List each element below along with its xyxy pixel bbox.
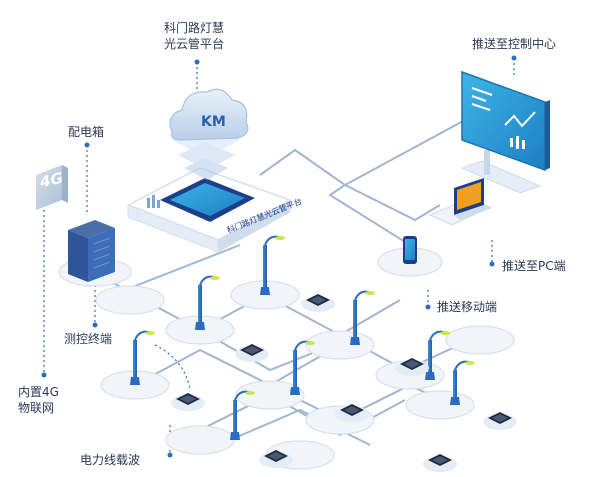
- lamp-icon: [450, 360, 475, 405]
- lamp-icon: [130, 330, 155, 385]
- lamp-icon: [230, 390, 255, 440]
- lamp-node: [165, 425, 235, 455]
- link-platform-laptop: [344, 184, 441, 222]
- cloud-logo-text: KM: [201, 114, 226, 130]
- laptop-icon: [428, 178, 492, 226]
- push-control-label: 推送至控制中心: [472, 37, 557, 51]
- cabinet-icon: [58, 220, 132, 287]
- iot-label-line1: 内置4G: [18, 385, 59, 399]
- phone-icon: [377, 236, 443, 277]
- lamp-node: [235, 380, 305, 410]
- push-mobile-label: 推送移动端: [437, 300, 498, 314]
- lamp-node: [445, 325, 515, 355]
- iot-label-line2: 物联网: [18, 401, 55, 415]
- module-icon: [301, 294, 335, 312]
- lamp-icon: [350, 290, 375, 345]
- 4g-badge-icon: 4G: [36, 165, 68, 210]
- screen-icon: [460, 70, 550, 194]
- module-icon: [483, 412, 517, 430]
- module-icon: [395, 358, 429, 376]
- platform-label: 科门路灯慧 光云管平台: [164, 20, 224, 52]
- street-lamp-group: [130, 235, 475, 440]
- platform-label-line1: 科门路灯慧: [164, 21, 225, 35]
- lamp-node-group: [95, 280, 515, 470]
- module-icon: [171, 393, 205, 411]
- mesh-3: [134, 344, 341, 387]
- module-icon: [235, 344, 269, 362]
- module-icon: [335, 404, 369, 422]
- push-pc-label: 推送至PC端: [502, 259, 566, 273]
- lamp-node: [305, 330, 375, 360]
- plc-label: 电力线载波: [80, 453, 141, 467]
- lamp-icon: [260, 235, 285, 295]
- lamp-icon: [425, 330, 450, 380]
- cloud-icon: KM: [169, 88, 249, 141]
- platform-label-line2: 光云管平台: [164, 37, 225, 51]
- leader-dots: [41, 55, 517, 458]
- module-icon: [423, 454, 457, 472]
- mesh-1: [199, 293, 401, 337]
- iot-label: 内置4G 物联网: [18, 384, 59, 416]
- platform-base: 科门路灯慧光云管平台: [126, 167, 303, 253]
- terminal-label: 测控终端: [64, 332, 113, 346]
- plc-module-group: [171, 294, 517, 472]
- power-box-label: 配电箱: [68, 125, 105, 139]
- lamp-node: [95, 285, 165, 315]
- module-icon: [259, 450, 293, 468]
- lamp-icon: [290, 340, 315, 395]
- lamp-node: [405, 390, 475, 420]
- link-branch-phone: [328, 184, 411, 246]
- lamp-icon: [195, 275, 220, 330]
- 4g-badge-text: 4G: [40, 169, 63, 192]
